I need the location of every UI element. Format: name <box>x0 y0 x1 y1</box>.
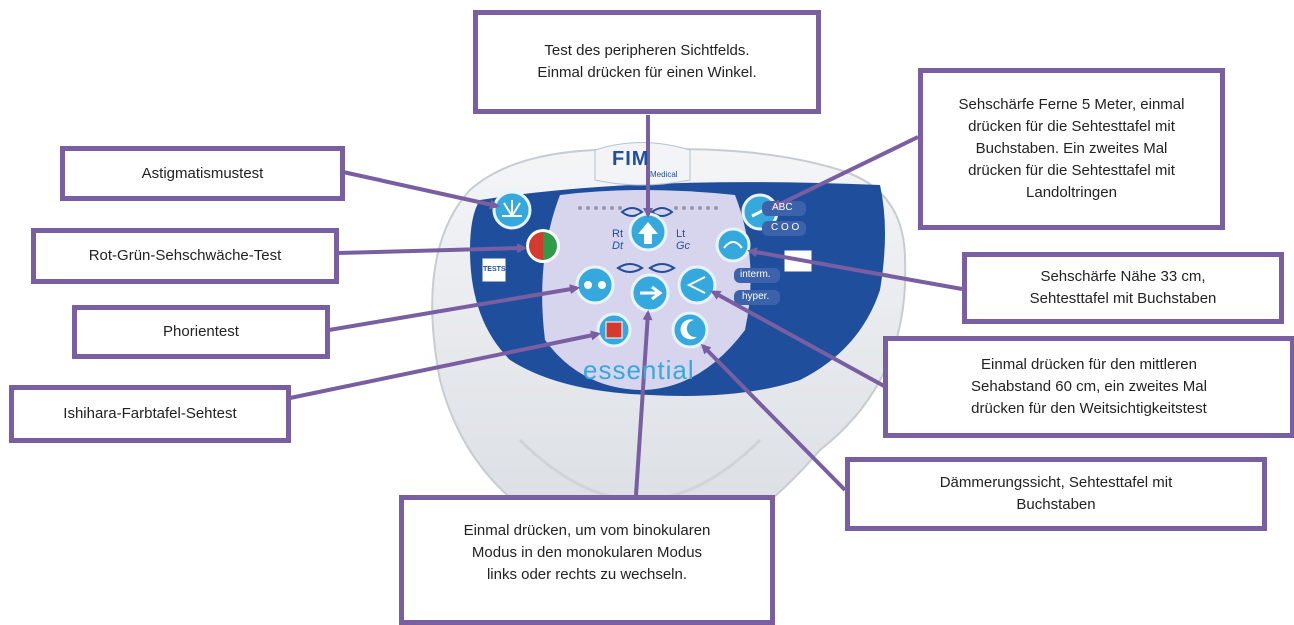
arrow-ishihara <box>289 330 601 400</box>
button-peripheral <box>628 212 668 252</box>
logo-badge <box>594 142 691 186</box>
callout-twilight: Dämmerungssicht, Sehtesttafel mit Buchst… <box>845 457 1267 531</box>
button-twilight <box>671 311 709 349</box>
button-red-green <box>526 229 560 263</box>
label-rt: Rt <box>612 228 623 240</box>
arrow-intermediate <box>710 290 885 388</box>
eye-icons <box>616 207 676 273</box>
brand-sub: Medical <box>650 170 678 179</box>
callout-far-vision: Sehschärfe Ferne 5 Meter, einmal drücken… <box>918 68 1225 230</box>
callout-astigmatism: Astigmatismustest <box>60 146 345 201</box>
button-near-vision <box>715 227 751 263</box>
callout-far-vision-text: Sehschärfe Ferne 5 Meter, einmal drücken… <box>958 96 1185 201</box>
callout-monocular-text: Einmal drücken, um vom binokularen Modus… <box>463 522 711 583</box>
callout-monocular: Einmal drücken, um vom binokularen Modus… <box>399 495 775 625</box>
label-abc: ABC <box>772 202 793 213</box>
interm-pill <box>734 268 780 283</box>
label-interm: interm. <box>740 269 771 280</box>
callout-peripheral-text: Test des peripheren Sichtfelds. Einmal d… <box>537 42 757 81</box>
callout-near-vision-text: Sehschärfe Nähe 33 cm, Sehtesttafel mit … <box>1029 268 1217 307</box>
arrow-red-green <box>337 243 527 255</box>
callout-phoria-text: Phorientest <box>163 323 239 340</box>
label-gc: Gc <box>676 240 691 252</box>
arrow-monocular <box>634 310 653 496</box>
tests-tile <box>481 257 507 283</box>
button-monocular <box>630 273 670 313</box>
hyper-pill <box>734 290 780 305</box>
label-rings: C O O <box>771 222 800 233</box>
device-illustration <box>289 115 963 553</box>
arrow-near-vision <box>747 247 963 291</box>
callout-twilight-text: Dämmerungssicht, Sehtesttafel mit Buchst… <box>939 474 1173 513</box>
button-ishihara <box>596 312 632 348</box>
callout-ishihara-text: Ishihara-Farbtafel-Sehtest <box>63 405 237 422</box>
arrow-far-vision <box>771 135 919 209</box>
label-lt: Lt <box>676 228 686 240</box>
callout-near-vision: Sehschärfe Nähe 33 cm, Sehtesttafel mit … <box>962 252 1284 324</box>
callout-red-green: Rot-Grün-Sehschwäche-Test <box>31 228 339 284</box>
label-hyper: hyper. <box>742 291 770 302</box>
brand-name: FIM <box>612 148 650 170</box>
callout-red-green-text: Rot-Grün-Sehschwäche-Test <box>88 247 282 264</box>
label-dt: Dt <box>612 240 623 252</box>
callout-phoria: Phorientest <box>72 305 330 359</box>
button-phoria <box>575 265 615 305</box>
callout-intermediate-text: Einmal drücken für den mittleren Sehabst… <box>971 356 1207 417</box>
button-intermediate <box>677 265 717 305</box>
callout-intermediate: Einmal drücken für den mittleren Sehabst… <box>883 336 1294 438</box>
callout-astigmatism-text: Astigmatismustest <box>141 164 264 182</box>
callout-peripheral: Test des peripheren Sichtfelds. Einmal d… <box>473 10 821 114</box>
brand-logo: FIM <box>612 148 649 171</box>
button-astigmatism <box>492 190 532 230</box>
callout-ishihara: Ishihara-Farbtafel-Sehtest <box>9 385 291 443</box>
peripheral-dots <box>578 206 718 210</box>
rings-pill <box>762 221 806 236</box>
label-tests: TESTS <box>483 266 506 273</box>
arrow-twilight <box>700 343 847 492</box>
model-name: essential <box>583 355 695 385</box>
arrow-astigmatism <box>342 170 500 210</box>
arrow-phoria <box>328 284 580 332</box>
